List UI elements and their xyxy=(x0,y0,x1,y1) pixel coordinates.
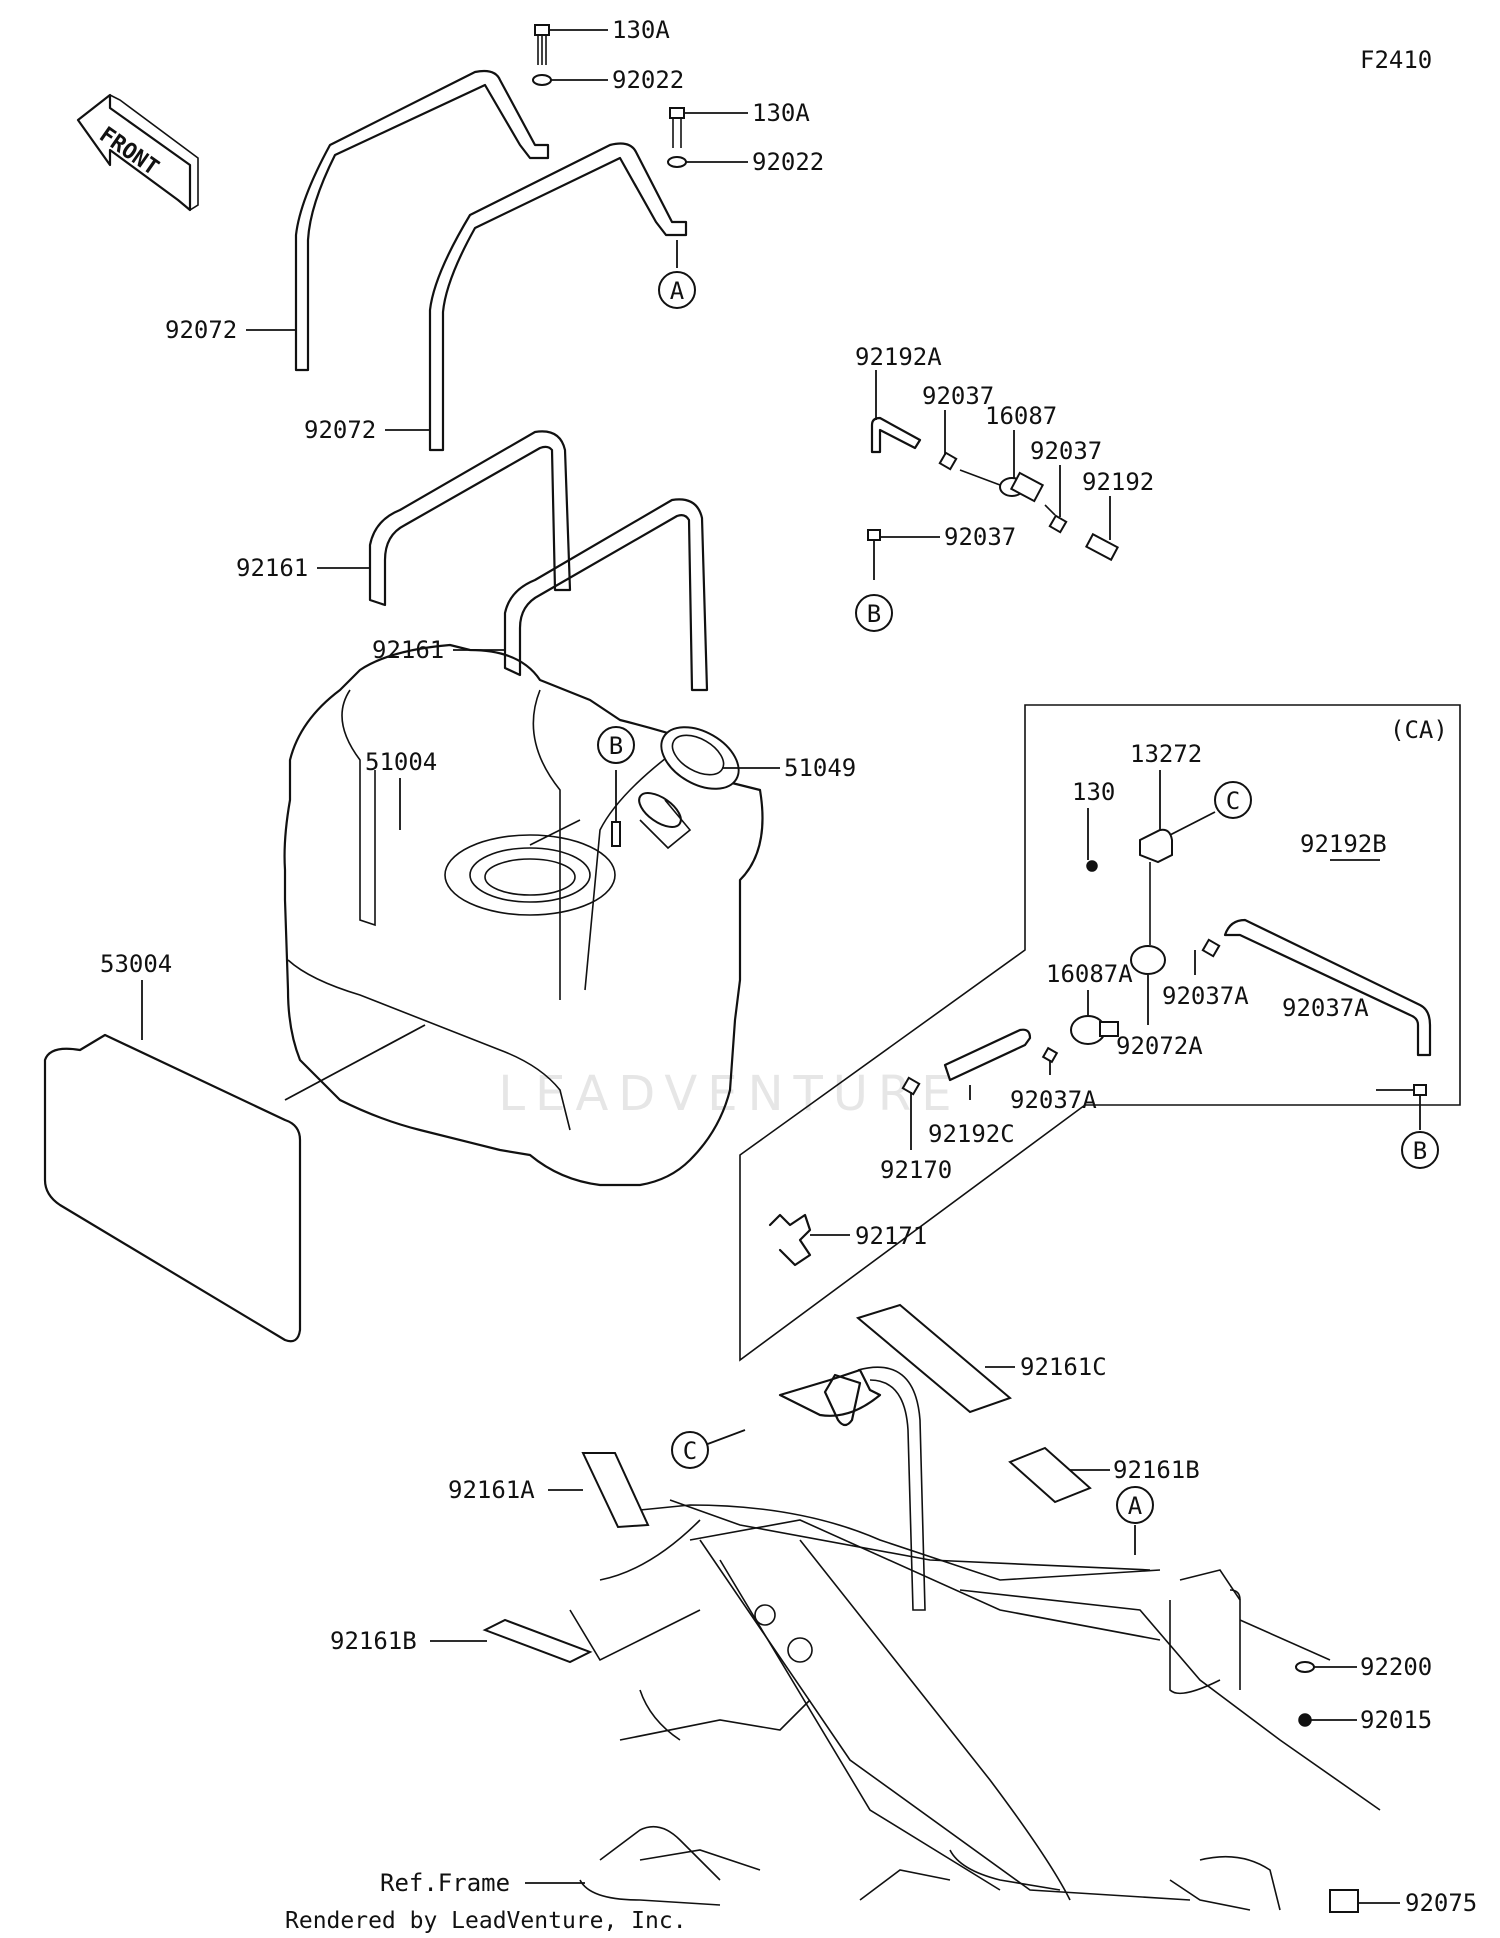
tank-strap-front xyxy=(428,142,688,452)
callout-b-tank-label: B xyxy=(609,732,623,760)
part-label-51049: 51049 xyxy=(784,754,856,782)
part-label-92072a: 92072A xyxy=(1116,1032,1203,1060)
part-label-92037a-right: 92037A xyxy=(1282,994,1369,1022)
ca-components xyxy=(768,828,1432,1267)
ca-label: (CA) xyxy=(1390,716,1448,744)
front-label: FRONT xyxy=(95,122,164,180)
callout-b-ca-label: B xyxy=(1413,1137,1427,1165)
part-label-92022-rear: 92022 xyxy=(612,66,684,94)
callout-b-ca: B xyxy=(1401,1131,1439,1169)
callout-a-top: A xyxy=(658,271,696,309)
callout-b-vent: B xyxy=(855,594,893,632)
part-label-92161-rear: 92161 xyxy=(236,554,308,582)
callout-b-vent-label: B xyxy=(867,600,881,628)
bolt-130a-front xyxy=(669,107,685,148)
tank-strap-rear xyxy=(294,69,550,372)
part-label-92037a-mid: 92037A xyxy=(1162,982,1249,1010)
part-label-92037-a: 92037 xyxy=(922,382,994,410)
callout-c-ca: C xyxy=(1214,781,1252,819)
part-label-92192b: 92192B xyxy=(1300,830,1387,858)
part-label-92161b-upper: 92161B xyxy=(1113,1456,1200,1484)
part-label-13272: 13272 xyxy=(1130,740,1202,768)
callout-a-top-label: A xyxy=(670,277,685,305)
part-label-92161a: 92161A xyxy=(448,1476,535,1504)
part-label-92161-front: 92161 xyxy=(372,636,444,664)
part-label-92075: 92075 xyxy=(1405,1889,1477,1917)
part-label-92170: 92170 xyxy=(880,1156,952,1184)
front-arrow: FRONT xyxy=(76,93,199,212)
part-label-92022-front: 92022 xyxy=(752,148,824,176)
washer-92022-rear xyxy=(532,74,552,86)
callout-c-frame-label: C xyxy=(683,1437,697,1465)
pad-92161c xyxy=(855,1303,1012,1414)
part-label-92072-front: 92072 xyxy=(304,416,376,444)
part-label-92037-b: 92037 xyxy=(1030,437,1102,465)
part-label-130a-front: 130A xyxy=(752,99,810,127)
callout-c-ca-label: C xyxy=(1226,787,1240,815)
ca-variant-box xyxy=(739,704,1461,1362)
part-label-53004: 53004 xyxy=(100,950,172,978)
figure-code: F2410 xyxy=(1360,46,1432,74)
part-label-92192: 92192 xyxy=(1082,468,1154,496)
callout-b-tank: B xyxy=(597,726,635,764)
heat-shield xyxy=(43,1033,302,1343)
part-labels: 130A 92022 130A 92022 92072 92072 92161 … xyxy=(100,16,1477,1917)
part-label-92161c: 92161C xyxy=(1020,1353,1107,1381)
part-label-92015: 92015 xyxy=(1360,1706,1432,1734)
part-label-92037-c: 92037 xyxy=(944,523,1016,551)
part-label-51004: 51004 xyxy=(365,748,437,776)
bolt-130a-rear xyxy=(534,24,550,65)
part-label-92192a: 92192A xyxy=(855,343,942,371)
callout-a-frame: A xyxy=(1116,1486,1154,1524)
part-label-92072-rear: 92072 xyxy=(165,316,237,344)
pad-92161b-upper xyxy=(1008,1446,1092,1504)
part-label-92037a-lower: 92037A xyxy=(1010,1086,1097,1114)
washer-92200 xyxy=(1295,1661,1315,1673)
vent-hose-assembly xyxy=(867,416,1119,580)
fuel-cap xyxy=(660,726,740,790)
washer-92022-front xyxy=(667,156,687,168)
part-label-92161b-lower: 92161B xyxy=(330,1627,417,1655)
filler-neck xyxy=(638,792,692,850)
rubber-pad-rear xyxy=(368,430,572,607)
cap-92075 xyxy=(1329,1889,1359,1913)
callout-c-frame: C xyxy=(671,1431,709,1469)
pad-92161b-lower xyxy=(482,1618,593,1664)
part-label-92171: 92171 xyxy=(855,1222,927,1250)
rubber-pad-front xyxy=(503,498,709,692)
leader-lines xyxy=(141,29,1414,1904)
watermark: LEADVENTURE xyxy=(498,1066,961,1122)
pad-92161a xyxy=(581,1452,650,1529)
part-label-130: 130 xyxy=(1072,778,1115,806)
part-label-16087: 16087 xyxy=(985,402,1057,430)
part-label-92192c: 92192C xyxy=(928,1120,1015,1148)
part-label-92200: 92200 xyxy=(1360,1653,1432,1681)
vehicle-frame xyxy=(569,1366,1381,1911)
nut-92015 xyxy=(1298,1713,1312,1727)
ref-frame-label: Ref.Frame xyxy=(380,1869,510,1897)
part-label-16087a: 16087A xyxy=(1046,960,1133,988)
footer-credit: Rendered by LeadVenture, Inc. xyxy=(285,1908,687,1934)
callout-a-frame-label: A xyxy=(1128,1492,1143,1520)
part-label-130a-rear: 130A xyxy=(612,16,670,44)
